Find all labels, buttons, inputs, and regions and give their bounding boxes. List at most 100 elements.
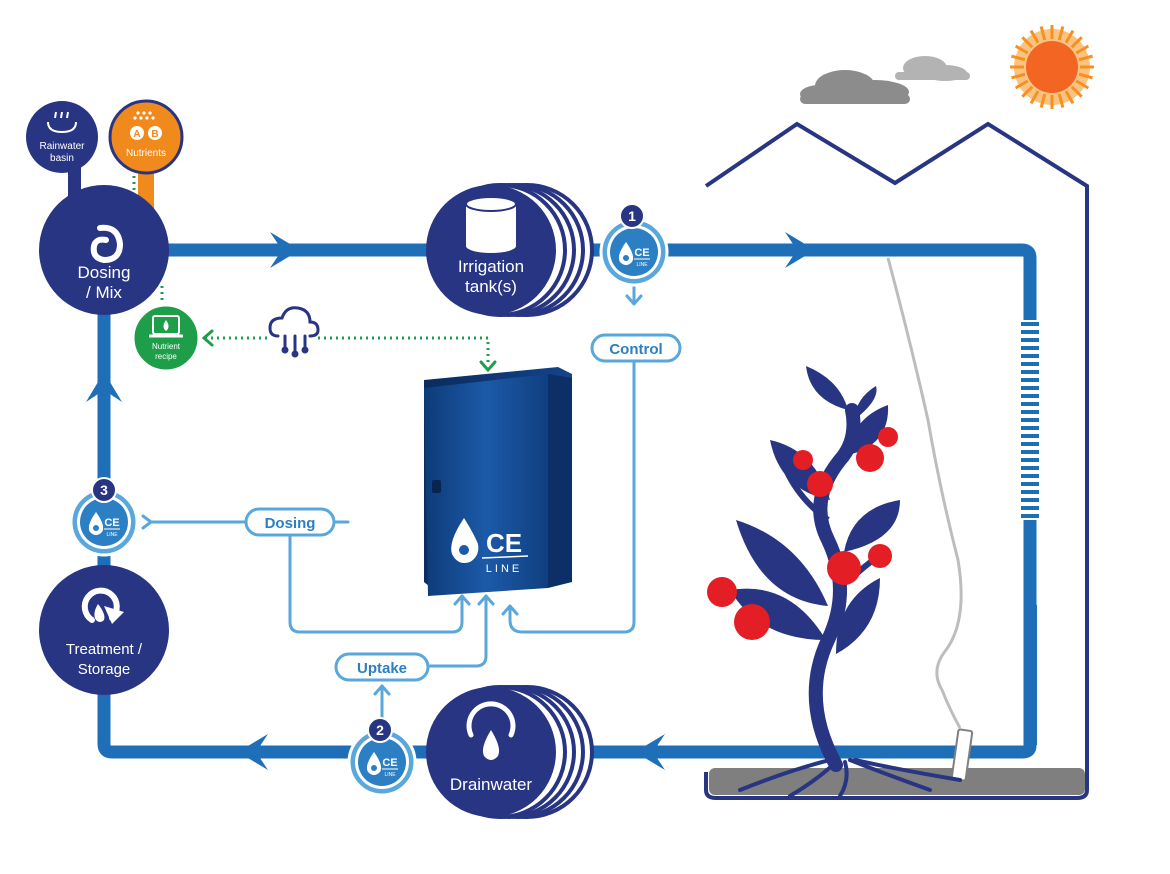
pipe-dash bbox=[1021, 370, 1039, 374]
pipe-dash bbox=[1021, 450, 1039, 454]
pipe-dash bbox=[1021, 354, 1039, 358]
sensor-brand: CE bbox=[382, 757, 397, 769]
sensor-sub: LINE bbox=[384, 772, 396, 778]
sensor-brand: CE bbox=[634, 247, 649, 259]
sun-ray bbox=[1064, 29, 1075, 44]
tank-icon bbox=[465, 196, 517, 253]
control-label: Control bbox=[609, 341, 662, 358]
pipe-dash bbox=[1021, 482, 1039, 486]
nutrient-b-label: B bbox=[151, 129, 158, 140]
drainwater-label: Drainwater bbox=[450, 775, 533, 794]
sun-ray bbox=[1029, 90, 1040, 105]
pipe-dash bbox=[1021, 466, 1039, 470]
sun-icon bbox=[1010, 25, 1094, 109]
sun-ray bbox=[1078, 72, 1093, 80]
sensor-1: CE LINE 1 bbox=[599, 203, 669, 287]
sun-ray bbox=[1064, 90, 1075, 105]
cabinet-brand: CE bbox=[486, 528, 522, 558]
cabinet-sub: LINE bbox=[486, 563, 522, 575]
sun-ray bbox=[1039, 93, 1047, 108]
pipe-dash bbox=[1021, 410, 1039, 414]
pipe-dash bbox=[1021, 418, 1039, 422]
dosing-label: Dosing bbox=[265, 515, 316, 532]
pipe-dash bbox=[1021, 506, 1039, 510]
sun-ray bbox=[1014, 79, 1029, 90]
sensor-number: 2 bbox=[376, 722, 384, 738]
ce-line-logo: CE LINE bbox=[451, 518, 529, 575]
pipe-dash bbox=[1021, 362, 1039, 366]
nutrients-label: Nutrients bbox=[126, 148, 166, 159]
pipe-dash bbox=[1021, 386, 1039, 390]
uptake-label: Uptake bbox=[357, 660, 407, 677]
cloud-icon bbox=[800, 70, 910, 104]
tomato-plant-illustration bbox=[707, 366, 962, 798]
sensor-cable bbox=[886, 257, 963, 729]
sensor-3: CE LINE 3 bbox=[69, 477, 139, 557]
drainwater-node: Drainwater bbox=[426, 685, 594, 819]
pipe-dash bbox=[1021, 338, 1039, 342]
pipe-dash bbox=[1021, 490, 1039, 494]
sun-ray bbox=[1070, 85, 1083, 98]
pipe-dash bbox=[1021, 474, 1039, 478]
pipe-dash bbox=[1021, 458, 1039, 462]
sun-ray bbox=[1078, 54, 1093, 62]
sun-ray bbox=[1014, 44, 1029, 55]
sun-ray bbox=[1039, 26, 1047, 41]
sensor-2: CE LINE 2 bbox=[347, 717, 417, 797]
drain-drop-icon bbox=[466, 701, 516, 760]
pipe-dash bbox=[1021, 434, 1039, 438]
main-pipe-loop bbox=[97, 243, 1037, 759]
laptop-icon bbox=[149, 315, 183, 338]
spiral-mix-icon bbox=[90, 224, 124, 264]
pipe-dash bbox=[1021, 378, 1039, 382]
sun-ray bbox=[1057, 93, 1065, 108]
treatment-storage-label: Treatment /Storage bbox=[66, 641, 143, 678]
dosing-pill: Dosing bbox=[244, 507, 336, 537]
sensor-sub: LINE bbox=[106, 532, 118, 538]
sun-ray bbox=[1029, 29, 1040, 44]
pipe-dash bbox=[1021, 442, 1039, 446]
pipe-dash bbox=[1021, 346, 1039, 350]
rain-basin-icon bbox=[47, 111, 77, 134]
sun-ray bbox=[1070, 36, 1083, 49]
signal-arrow-icon bbox=[141, 294, 643, 696]
pipe-dash bbox=[1021, 394, 1039, 398]
sun-ray bbox=[1075, 79, 1090, 90]
sun-ray bbox=[1011, 72, 1026, 80]
sun-ray bbox=[1021, 36, 1034, 49]
treatment-storage-node: Treatment /Storage bbox=[39, 565, 169, 695]
sun-ray bbox=[1011, 54, 1026, 62]
pipe-dash bbox=[1021, 498, 1039, 502]
nutrient-dots-icon bbox=[133, 111, 155, 120]
sun-ray bbox=[1075, 44, 1090, 55]
sun-ray bbox=[1057, 26, 1065, 41]
uptake-pill: Uptake bbox=[334, 652, 430, 682]
dosing-mix-label: Dosing/ Mix bbox=[78, 263, 131, 302]
flow-arrow-icon bbox=[86, 232, 815, 770]
recycle-icon bbox=[81, 587, 120, 623]
control-cabinet: CE LINE bbox=[424, 367, 572, 596]
pipe-dash bbox=[1021, 514, 1039, 518]
nutrient-a-label: A bbox=[133, 129, 140, 140]
sensor-number: 1 bbox=[628, 208, 636, 224]
sensor-brand: CE bbox=[104, 517, 119, 529]
sun-ray bbox=[1021, 85, 1034, 98]
data-arrow-icon bbox=[201, 329, 497, 373]
pipe-dash bbox=[1021, 322, 1039, 326]
sensor-sub: LINE bbox=[636, 262, 648, 268]
pipe-dash bbox=[1021, 330, 1039, 334]
control-pill: Control bbox=[590, 333, 682, 363]
cloud-computing-icon bbox=[268, 306, 320, 358]
sensor-number: 3 bbox=[100, 482, 108, 498]
pipe-dash bbox=[1021, 402, 1039, 406]
pipe-dashed-segment bbox=[1021, 320, 1039, 745]
signal-lines bbox=[148, 280, 636, 742]
pipe-dash bbox=[1021, 426, 1039, 430]
dosing-mix-node: Dosing/ Mix bbox=[39, 185, 169, 315]
